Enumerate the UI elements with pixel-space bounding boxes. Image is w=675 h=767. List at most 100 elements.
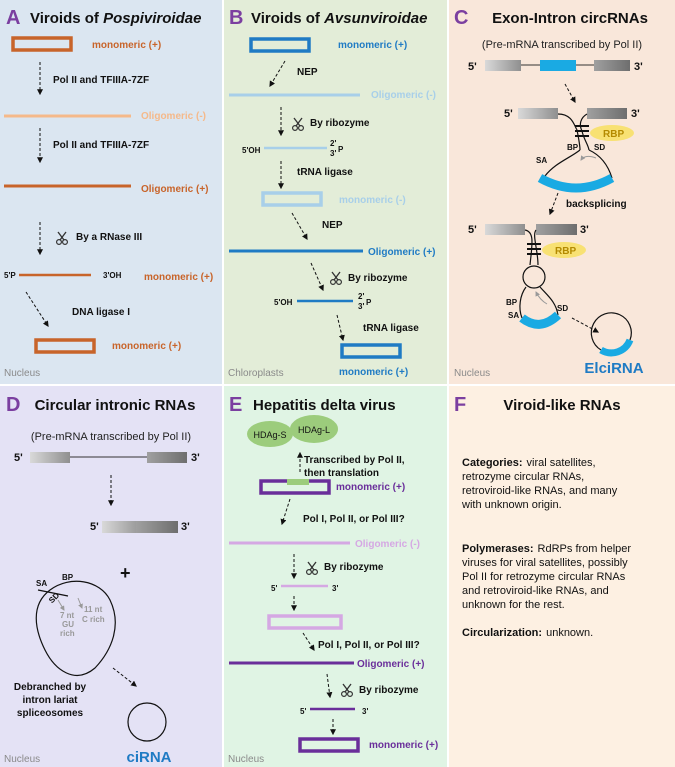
label-d-11nt: 11 nt: [84, 605, 103, 614]
label-oligomeric-minus-e: Oligomeric (-): [355, 539, 420, 550]
label-e-3a: 3': [332, 584, 338, 593]
label-monomeric-e-bottom: monomeric (+): [369, 740, 438, 751]
label-monomeric-a-bottom: monomeric (+): [112, 341, 181, 352]
label-e-step2: By ribozyme: [324, 562, 384, 573]
panel-a-background: [0, 0, 222, 384]
label-monomeric-e-top: monomeric (+): [336, 482, 405, 493]
spliced-exons-d: [102, 521, 144, 533]
label-backsplicing: backsplicing: [566, 199, 627, 210]
label-e-5b: 5': [300, 707, 306, 716]
label-monomeric-b-bottom: monomeric (+): [339, 367, 408, 378]
label-rbp-2: RBP: [555, 246, 576, 257]
exon-2-c: [540, 60, 576, 71]
panel-b-background: [224, 0, 447, 384]
label-a-step1: Pol II and TFIIIA-7ZF: [53, 75, 149, 86]
exon-3-c-b: [587, 108, 627, 119]
monomeric-circle-b-bottom: [340, 343, 402, 359]
elcirna-circle: [590, 312, 632, 351]
panel-d-letter: D: [6, 394, 20, 416]
polymerases-text: Polymerases:RdRPs from helper viruses fo…: [462, 543, 634, 611]
label-d-3: 3': [191, 452, 200, 464]
rbp-blob-1: [590, 125, 634, 141]
label-c-sa-2: SA: [508, 311, 519, 320]
label-oligomeric-plus-e: Oligomeric (+): [357, 659, 425, 670]
plus-sign: +: [120, 563, 131, 583]
label-b-p-b: P: [366, 298, 372, 307]
panel-d: D Circular intronic RNAs (Pre-mRNA trans…: [4, 394, 200, 766]
exon-2-d: [147, 452, 187, 463]
label-oligomeric-plus-b: Oligomeric (+): [368, 247, 436, 258]
label-d-gu: GU: [62, 620, 74, 629]
label-d-sa: SA: [36, 579, 47, 588]
label-e-step1: Pol I, Pol II, or Pol III?: [303, 514, 405, 525]
panel-d-subtitle: (Pre-mRNA transcribed by Pol II): [31, 431, 191, 443]
panel-a: A Viroids of Pospiviroidae monomeric (+)…: [4, 7, 213, 379]
panel-f-background: [449, 386, 675, 767]
label-oligomeric-minus-b: Oligomeric (-): [371, 90, 436, 101]
monomeric-circle-b-top: [249, 37, 311, 53]
label-monomeric-a-top: monomeric (+): [92, 40, 161, 51]
label-a-3oh: 3'OH: [103, 271, 122, 280]
label-e-3b: 3': [362, 707, 368, 716]
label-b-p-a: P: [338, 145, 344, 154]
label-d-c-rich: C rich: [82, 615, 105, 624]
panel-e-title: Hepatitis delta virus: [253, 397, 396, 414]
panel-b-letter: B: [229, 7, 243, 29]
label-c-sd-2: SD: [557, 304, 568, 313]
label-d-3b: 3': [181, 521, 190, 533]
label-b-2p-a: 2': [330, 139, 336, 148]
label-e-transcribed-1: Transcribed by Pol II,: [304, 455, 405, 466]
label-d-5: 5': [14, 452, 23, 464]
label-b-step6: tRNA ligase: [363, 323, 419, 334]
label-c-bp-2: BP: [506, 298, 518, 307]
panel-a-letter: A: [6, 7, 20, 29]
label-monomeric-a-linear: monomeric (+): [144, 272, 213, 283]
label-c-sd-1: SD: [594, 143, 605, 152]
label-d-bp: BP: [62, 573, 74, 582]
exon-1-d: [30, 452, 70, 463]
hdag-orf: [287, 479, 309, 485]
monomeric-circle-e-bottom: [298, 737, 360, 753]
location-label-a: Nucleus: [4, 368, 40, 379]
panel-a-title: Viroids of Pospiviroidae: [30, 10, 201, 27]
categories-text: Categories:viral satellites, retrozyme c…: [461, 457, 620, 511]
panel-e: E Hepatitis delta virus HDAg-S HDAg-L Tr…: [228, 394, 438, 765]
label-b-2p-b: 2': [358, 292, 364, 301]
exon-1-c-b: [518, 108, 558, 119]
label-hdag-l: HDAg-L: [298, 425, 330, 435]
location-label-e: Nucleus: [228, 754, 264, 765]
label-b-step3: tRNA ligase: [297, 167, 353, 178]
label-b-step5: By ribozyme: [348, 273, 408, 284]
label-c-3: 3': [634, 61, 643, 73]
monomeric-circle-e-minus: [267, 614, 343, 630]
label-c-5c: 5': [468, 224, 477, 236]
label-e-step4: By ribozyme: [359, 685, 419, 696]
monomeric-circle-a-top: [11, 36, 73, 52]
label-b-3p-a: 3': [330, 149, 336, 158]
label-c-3b: 3': [631, 108, 640, 120]
panel-f-letter: F: [454, 394, 466, 416]
label-hdag-s: HDAg-S: [253, 430, 286, 440]
label-b-step4: NEP: [322, 220, 343, 231]
panel-c-letter: C: [454, 7, 468, 29]
panel-c: C Exon-Intron circRNAs (Pre-mRNA transcr…: [454, 7, 648, 379]
label-e-step3: Pol I, Pol II, or Pol III?: [318, 640, 420, 651]
hdag-l-blob: [290, 415, 338, 443]
panel-f: F Viroid-like RNAs Categories:viral sate…: [454, 394, 634, 639]
label-c-5b: 5': [504, 108, 513, 120]
label-a-step2: Pol II and TFIIIA-7ZF: [53, 140, 149, 151]
exon-arc-2: [519, 311, 562, 329]
elcirna-exon: [599, 338, 634, 357]
panel-d-title: Circular intronic RNAs: [35, 397, 196, 414]
panel-d-background: [0, 386, 222, 767]
label-a-5p: 5'P: [4, 271, 16, 280]
monomeric-circle-b-minus: [261, 191, 323, 207]
monomeric-circle-a-bottom: [34, 338, 96, 354]
label-c-sa-1: SA: [536, 156, 547, 165]
label-b-step1: NEP: [297, 67, 318, 78]
label-d-7nt: 7 nt: [60, 611, 75, 620]
exon-3-c: [594, 60, 630, 71]
circularization-text: Circularization:unknown.: [462, 627, 593, 639]
